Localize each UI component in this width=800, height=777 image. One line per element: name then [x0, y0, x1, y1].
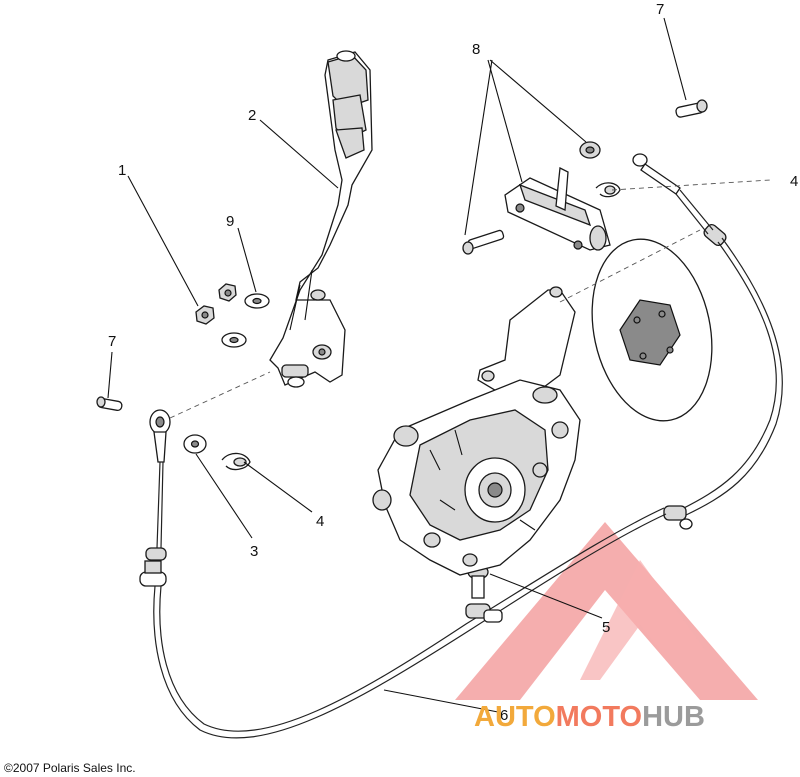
washer-3	[183, 434, 207, 454]
callout-7-right: 7	[656, 1, 664, 18]
watermark-text: AUTOMOTOHUB	[474, 701, 705, 733]
watermark-hub: HUB	[642, 701, 705, 733]
hair-pin-clip-left	[221, 452, 251, 471]
nut-8	[579, 141, 601, 159]
leader-lines	[107, 17, 687, 713]
callout-1: 1	[118, 162, 126, 179]
callout-6: 6	[500, 707, 508, 724]
watermark-triangle-inner	[580, 560, 705, 680]
washer-lower	[221, 332, 247, 348]
cable-clamp-right	[663, 505, 693, 530]
brake-disc	[591, 238, 713, 422]
cable-clevis-right	[632, 153, 727, 247]
washer-9	[244, 293, 270, 309]
callout-9: 9	[226, 213, 234, 230]
lock-nut-1	[195, 305, 215, 325]
callout-5: 5	[602, 619, 610, 636]
callout-2: 2	[248, 107, 256, 124]
watermark-logo	[455, 522, 758, 700]
callout-8: 8	[472, 41, 480, 58]
bolt-8	[462, 229, 505, 255]
nut-9	[218, 283, 237, 302]
callout-3: 3	[250, 543, 258, 560]
transmission-housing	[372, 379, 581, 576]
caliper-assembly	[504, 166, 611, 251]
clevis-pin-left	[96, 396, 123, 412]
copyright-notice: ©2007 Polaris Sales Inc.	[4, 761, 136, 775]
cable-clamp-center	[465, 603, 503, 623]
cable-clevis-left	[149, 409, 171, 463]
callout-4-right: 4	[790, 173, 798, 190]
watermark-moto: MOTO	[556, 701, 642, 733]
brake-pedal-assembly	[269, 50, 373, 388]
alignment-line-pedal	[169, 371, 271, 419]
callout-4-left: 4	[316, 513, 324, 530]
clevis-pin-right	[675, 99, 708, 118]
cable-fitting-left	[139, 547, 167, 587]
watermark-triangle-outer	[455, 522, 758, 700]
watermark-auto: AUTO	[474, 701, 556, 733]
callout-7-left: 7	[108, 333, 116, 350]
alignment-line-clip	[611, 179, 771, 191]
